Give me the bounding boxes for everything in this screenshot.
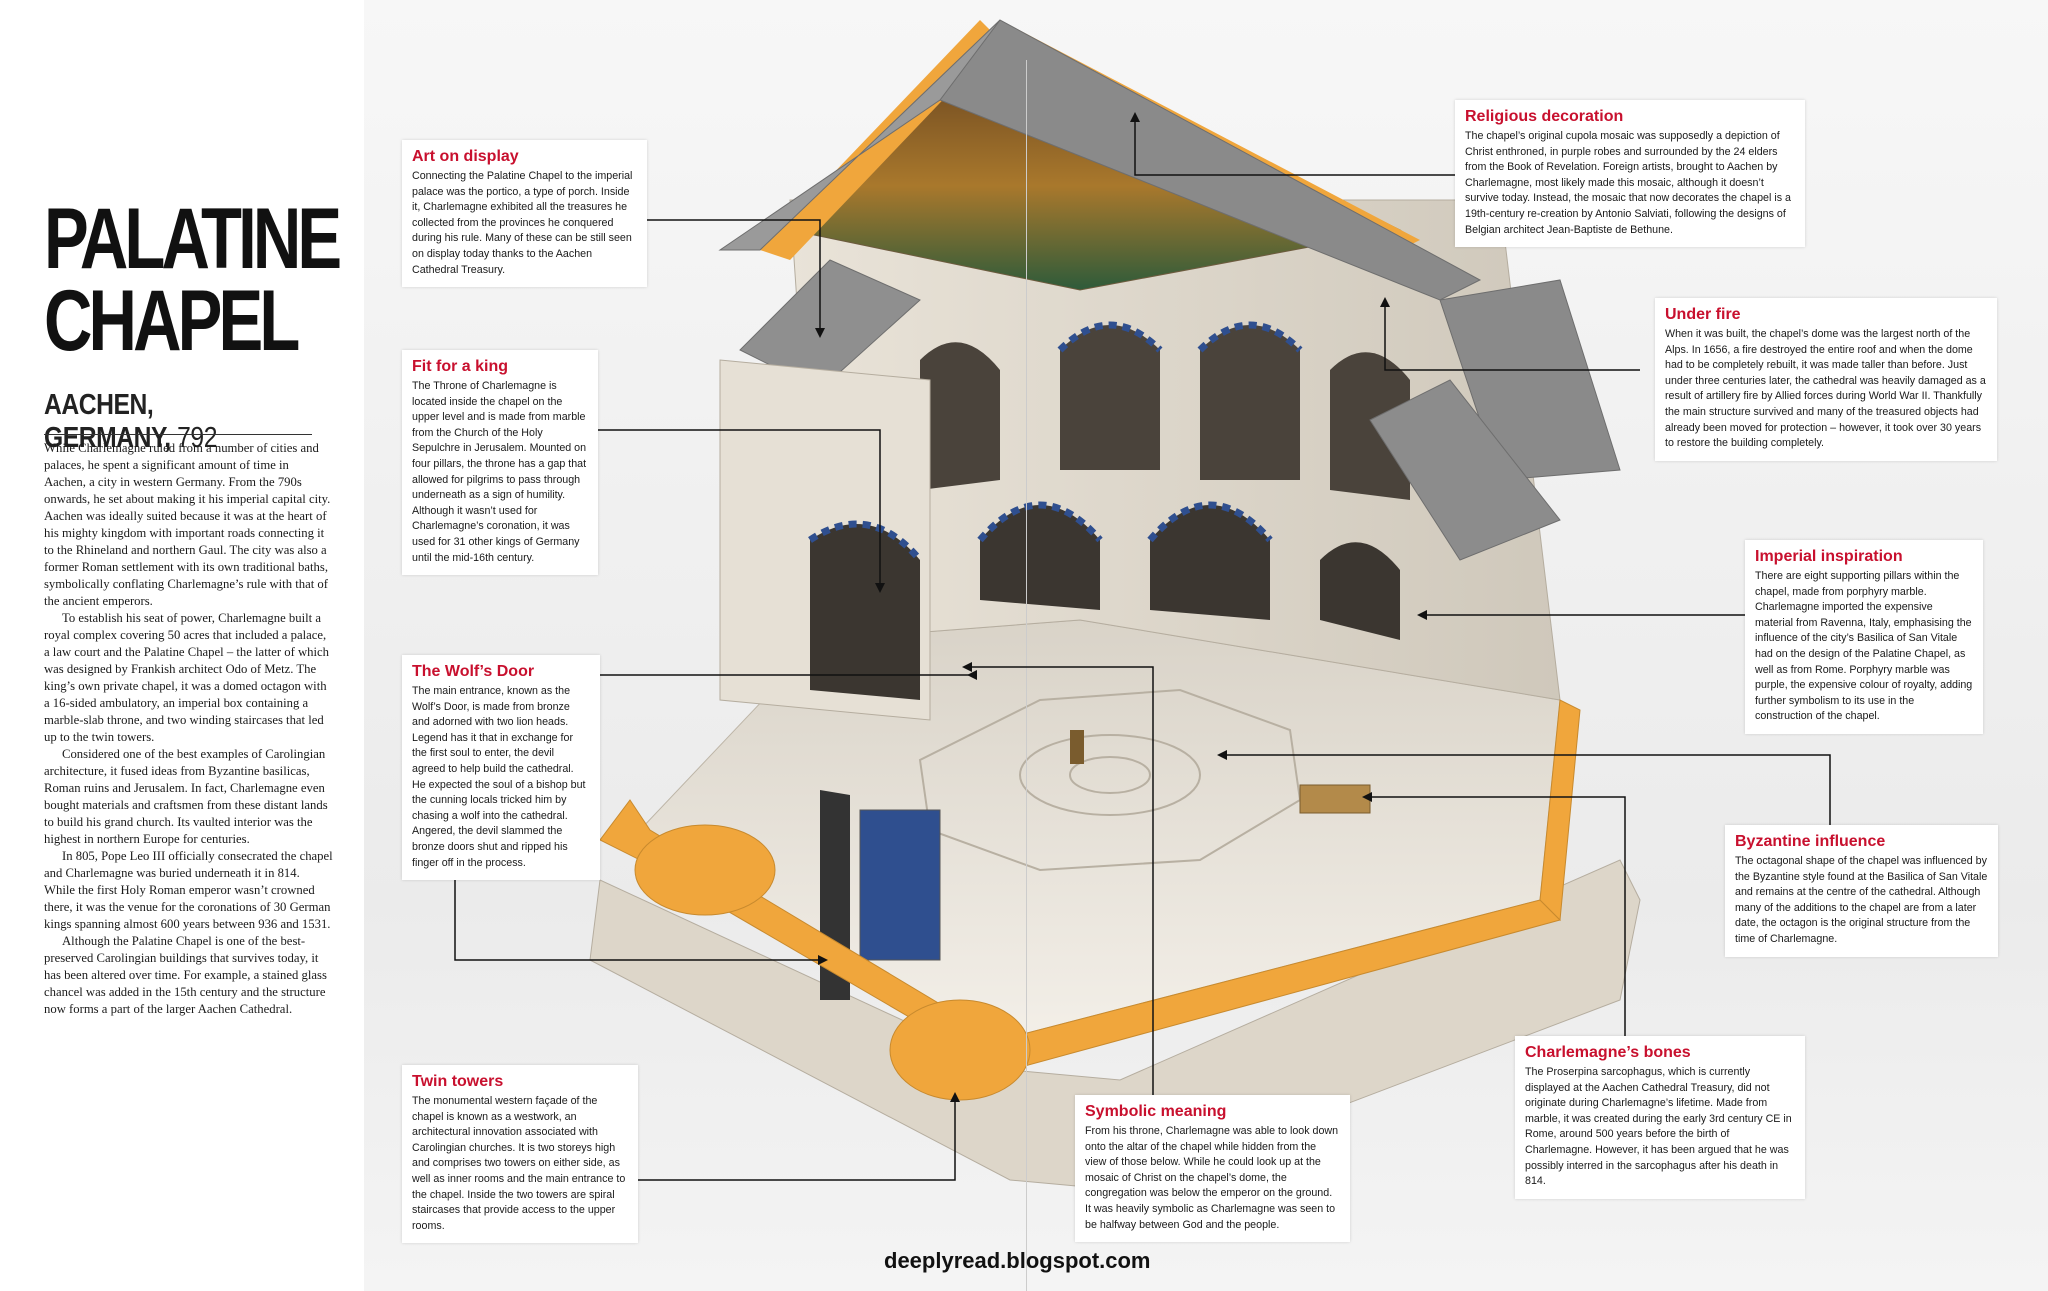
subtitle-place: AACHEN, GERMANY, [44,389,171,454]
callout-text: The octagonal shape of the chapel was in… [1735,855,1988,945]
callout-heading: Religious decoration [1465,108,1624,125]
callout-heading: Twin towers [412,1073,504,1090]
intro-paragraph: To establish his seat of power, Charlema… [44,611,330,744]
subtitle-year: 792 [177,422,218,454]
chapel-cutaway-illustration [589,19,1641,1191]
title-line-2: CHAPEL [44,273,300,369]
page-subtitle: AACHEN, GERMANY, 792 [44,389,274,455]
intro-paragraph: While Charlemagne ruled from a number of… [44,441,331,608]
callout-under-fire: Under fire When it was built, the chapel… [1655,298,1997,461]
callout-text: The Throne of Charlemagne is located ins… [412,380,587,564]
intro-text: While Charlemagne ruled from a number of… [44,440,333,1018]
callout-heading: Under fire [1665,306,1741,323]
callout-text: There are eight supporting pillars withi… [1755,570,1973,723]
callout-heading: Imperial inspiration [1755,548,1903,565]
callout-text: From his throne, Charlemagne was able to… [1085,1125,1339,1231]
callout-art-on-display: Art on display Connecting the Palatine C… [402,140,647,288]
callout-text: When it was built, the chapel’s dome was… [1665,328,1986,450]
callout-text: Connecting the Palatine Chapel to the im… [412,170,633,276]
callout-religious-decoration: Religious decoration The chapel’s origin… [1455,100,1805,248]
callout-byzantine-influence: Byzantine influence The octagonal shape … [1725,825,1998,957]
callout-twin-towers: Twin towers The monumental western façad… [402,1065,638,1244]
callout-heading: Byzantine influence [1735,833,1886,850]
callout-heading: Charlemagne’s bones [1525,1044,1691,1061]
article-column: PALATINE CHAPEL AACHEN, GERMANY, 792 Whi… [0,0,364,1291]
intro-paragraph: In 805, Pope Leo III officially consecra… [44,849,333,931]
callout-text: The Proserpina sarcophagus, which is cur… [1525,1066,1792,1188]
callout-heading: Art on display [412,148,519,165]
callout-text: The main entrance, known as the Wolf’s D… [412,685,586,869]
title-rule [44,434,312,435]
callout-heading: Symbolic meaning [1085,1103,1227,1120]
page-gutter [1026,60,1027,1291]
callout-symbolic-meaning: Symbolic meaning From his throne, Charle… [1075,1095,1350,1243]
callout-charlemagnes-bones: Charlemagne’s bones The Proserpina sarco… [1515,1036,1805,1199]
callout-heading: Fit for a king [412,358,508,375]
page-title: PALATINE CHAPEL [44,196,342,364]
site-credit: deeplyread.blogspot.com [884,1248,1151,1273]
title-line-1: PALATINE [44,191,342,287]
callout-heading: The Wolf’s Door [412,663,535,680]
callout-text: The chapel’s original cupola mosaic was … [1465,130,1791,236]
intro-paragraph: Although the Palatine Chapel is one of t… [44,934,327,1016]
callout-wolfs-door: The Wolf’s Door The main entrance, known… [402,655,600,881]
callout-imperial-inspiration: Imperial inspiration There are eight sup… [1745,540,1983,734]
intro-paragraph: Considered one of the best examples of C… [44,747,328,846]
callout-fit-for-a-king: Fit for a king The Throne of Charlemagne… [402,350,598,576]
callout-text: The monumental western façade of the cha… [412,1095,626,1232]
